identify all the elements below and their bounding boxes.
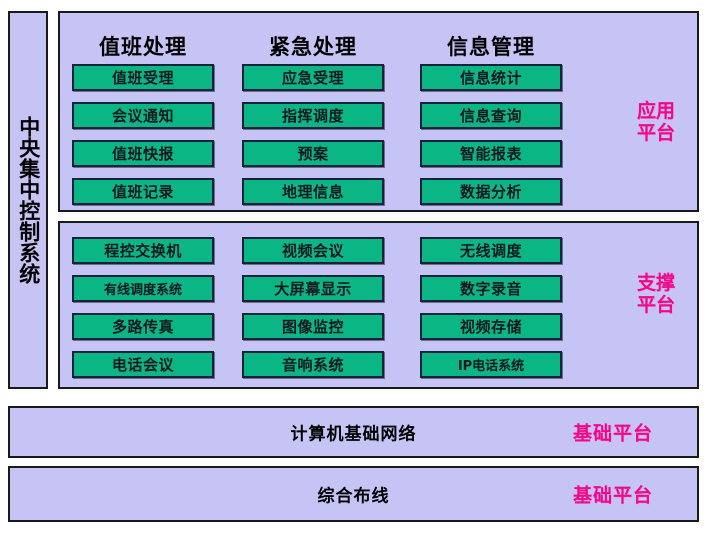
module-box[interactable]: 多路传真 <box>72 313 214 340</box>
column-header-information-management: 信息管理 <box>447 35 535 59</box>
module-box[interactable]: 智能报表 <box>420 140 562 167</box>
module-box[interactable]: 视频存储 <box>420 313 562 340</box>
module-box[interactable]: 预案 <box>242 140 384 167</box>
base-bar-title: 计算机基础网络 <box>290 424 417 445</box>
module-box[interactable]: IP电话系统 <box>420 351 562 378</box>
module-box[interactable]: 视频会议 <box>242 237 384 264</box>
column-header-emergency-handling: 紧急处理 <box>269 35 357 59</box>
application-platform-panel: 值班处理 紧急处理 信息管理 值班受理 会议通知 值班快报 值班记录 应急受理 … <box>58 11 699 212</box>
column-header-duty-handling: 值班处理 <box>99 35 187 59</box>
base-platform-cabling-bar: 综合布线 基础平台 <box>8 466 699 522</box>
module-box[interactable]: 数据分析 <box>420 178 562 205</box>
module-box[interactable]: 值班受理 <box>72 64 214 91</box>
base-bar-title: 综合布线 <box>317 486 390 507</box>
base-platform-tag: 基础平台 <box>572 484 653 507</box>
application-platform-tag: 应用 平台 <box>636 100 675 144</box>
module-box[interactable]: 程控交换机 <box>72 237 214 264</box>
module-box[interactable]: 值班快报 <box>72 140 214 167</box>
module-box[interactable]: 值班记录 <box>72 178 214 205</box>
module-box[interactable]: 数字录音 <box>420 275 562 302</box>
module-box[interactable]: 信息统计 <box>420 64 562 91</box>
module-box[interactable]: 音响系统 <box>242 351 384 378</box>
module-box[interactable]: 信息查询 <box>420 102 562 129</box>
sidebar-label: 中央集中控制系统 <box>16 116 41 284</box>
module-box[interactable]: 地理信息 <box>242 178 384 205</box>
module-box[interactable]: 指挥调度 <box>242 102 384 129</box>
module-box[interactable]: 图像监控 <box>242 313 384 340</box>
support-platform-tag: 支撑 平台 <box>636 272 675 316</box>
module-box[interactable]: 有线调度系统 <box>72 275 214 302</box>
support-platform-panel: 程控交换机 有线调度系统 多路传真 电话会议 视频会议 大屏幕显示 图像监控 音… <box>58 221 699 389</box>
base-platform-network-bar: 计算机基础网络 基础平台 <box>8 406 699 458</box>
module-box[interactable]: 会议通知 <box>72 102 214 129</box>
module-box[interactable]: 电话会议 <box>72 351 214 378</box>
module-box[interactable]: 无线调度 <box>420 237 562 264</box>
central-control-system-sidebar: 中央集中控制系统 <box>8 11 48 389</box>
base-platform-tag: 基础平台 <box>572 422 653 445</box>
module-box[interactable]: 应急受理 <box>242 64 384 91</box>
module-box[interactable]: 大屏幕显示 <box>242 275 384 302</box>
